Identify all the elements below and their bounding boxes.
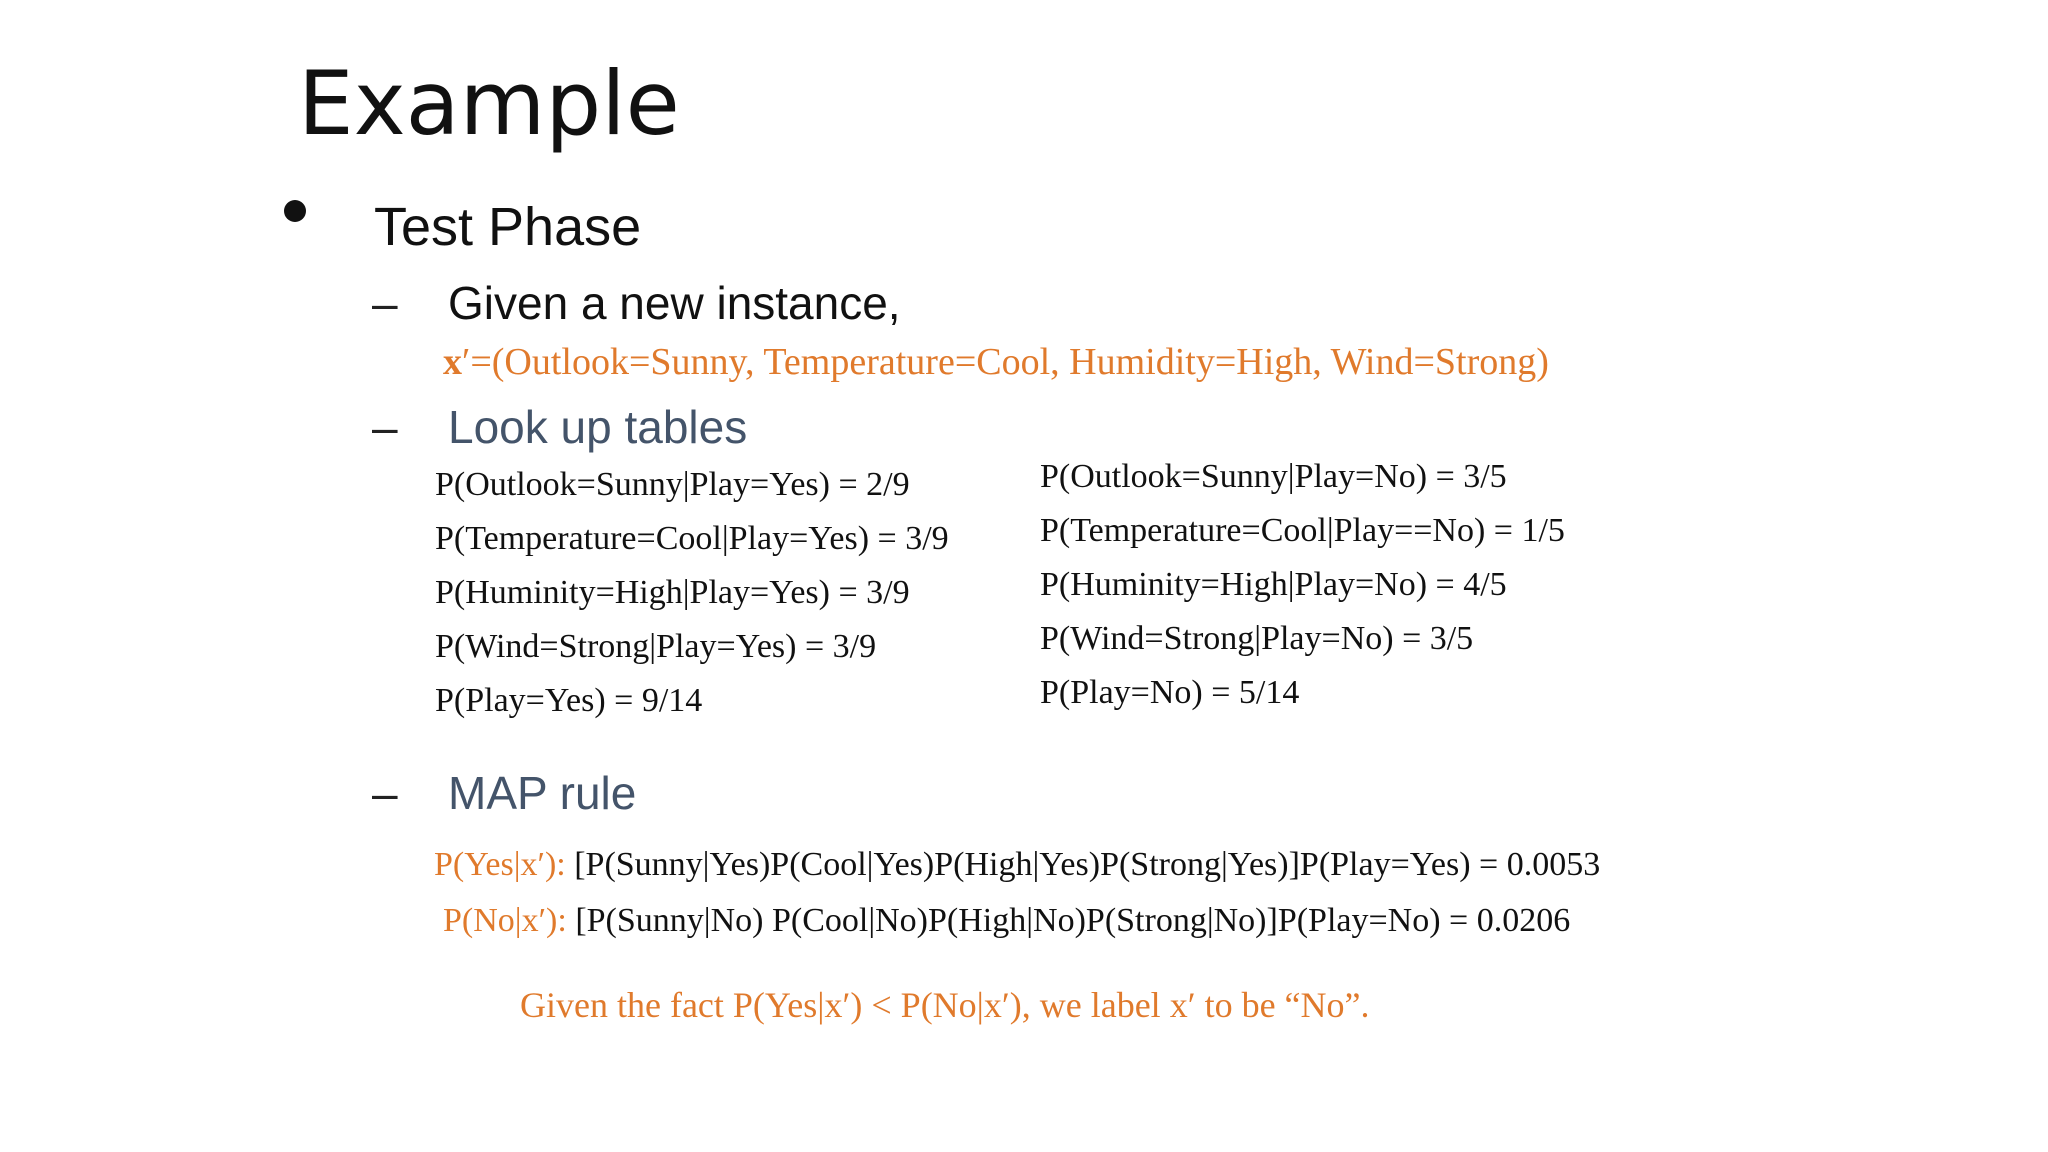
lookup-label: Look up tables — [448, 401, 748, 453]
dash-icon: – — [372, 401, 398, 453]
yes-table-row: P(Huminity=High|Play=Yes) = 3/9 — [435, 574, 910, 611]
map-yes-expr: [P(Sunny|Yes)P(Cool|Yes)P(High|Yes)P(Str… — [574, 846, 1601, 883]
slide-title: Example — [298, 52, 680, 155]
no-table-row: P(Huminity=High|Play=No) = 4/5 — [1040, 566, 1507, 603]
dash-icon: – — [372, 277, 398, 329]
instance-body: ′=(Outlook=Sunny, Temperature=Cool, Humi… — [462, 341, 1549, 383]
no-table-row: P(Outlook=Sunny|Play=No) = 3/5 — [1040, 458, 1507, 495]
yes-table-row: P(Outlook=Sunny|Play=Yes) = 2/9 — [435, 466, 910, 503]
no-table-row: P(Wind=Strong|Play=No) = 3/5 — [1040, 620, 1474, 657]
bullet-dot-icon — [284, 200, 306, 222]
instance-x: x — [443, 341, 462, 383]
yes-table-row: P(Wind=Strong|Play=Yes) = 3/9 — [435, 628, 877, 665]
map-rule-label: MAP rule — [448, 767, 637, 819]
given-label: Given a new instance, — [448, 277, 901, 329]
instance-definition: x′=(Outlook=Sunny, Temperature=Cool, Hum… — [443, 340, 1549, 384]
map-no-label: P(No|x′): — [443, 902, 567, 939]
map-no-expr: [P(Sunny|No) P(Cool|No)P(High|No)P(Stron… — [575, 902, 1571, 939]
yes-table-row: P(Play=Yes) = 9/14 — [435, 682, 703, 719]
map-yes-label: P(Yes|x′): — [434, 846, 566, 883]
yes-table-row: P(Temperature=Cool|Play=Yes) = 3/9 — [435, 520, 949, 557]
map-yes-line: P(Yes|x′): [P(Sunny|Yes)P(Cool|Yes)P(Hig… — [434, 846, 1600, 884]
bullet-test-phase: Test Phase — [374, 197, 642, 257]
dash-icon: – — [372, 767, 398, 819]
map-no-line: P(No|x′): [P(Sunny|No) P(Cool|No)P(High|… — [443, 902, 1570, 940]
conclusion-text: Given the fact P(Yes|x′) < P(No|x′), we … — [520, 985, 1370, 1025]
no-table-row: P(Play=No) = 5/14 — [1040, 674, 1300, 711]
no-table-row: P(Temperature=Cool|Play==No) = 1/5 — [1040, 512, 1565, 549]
